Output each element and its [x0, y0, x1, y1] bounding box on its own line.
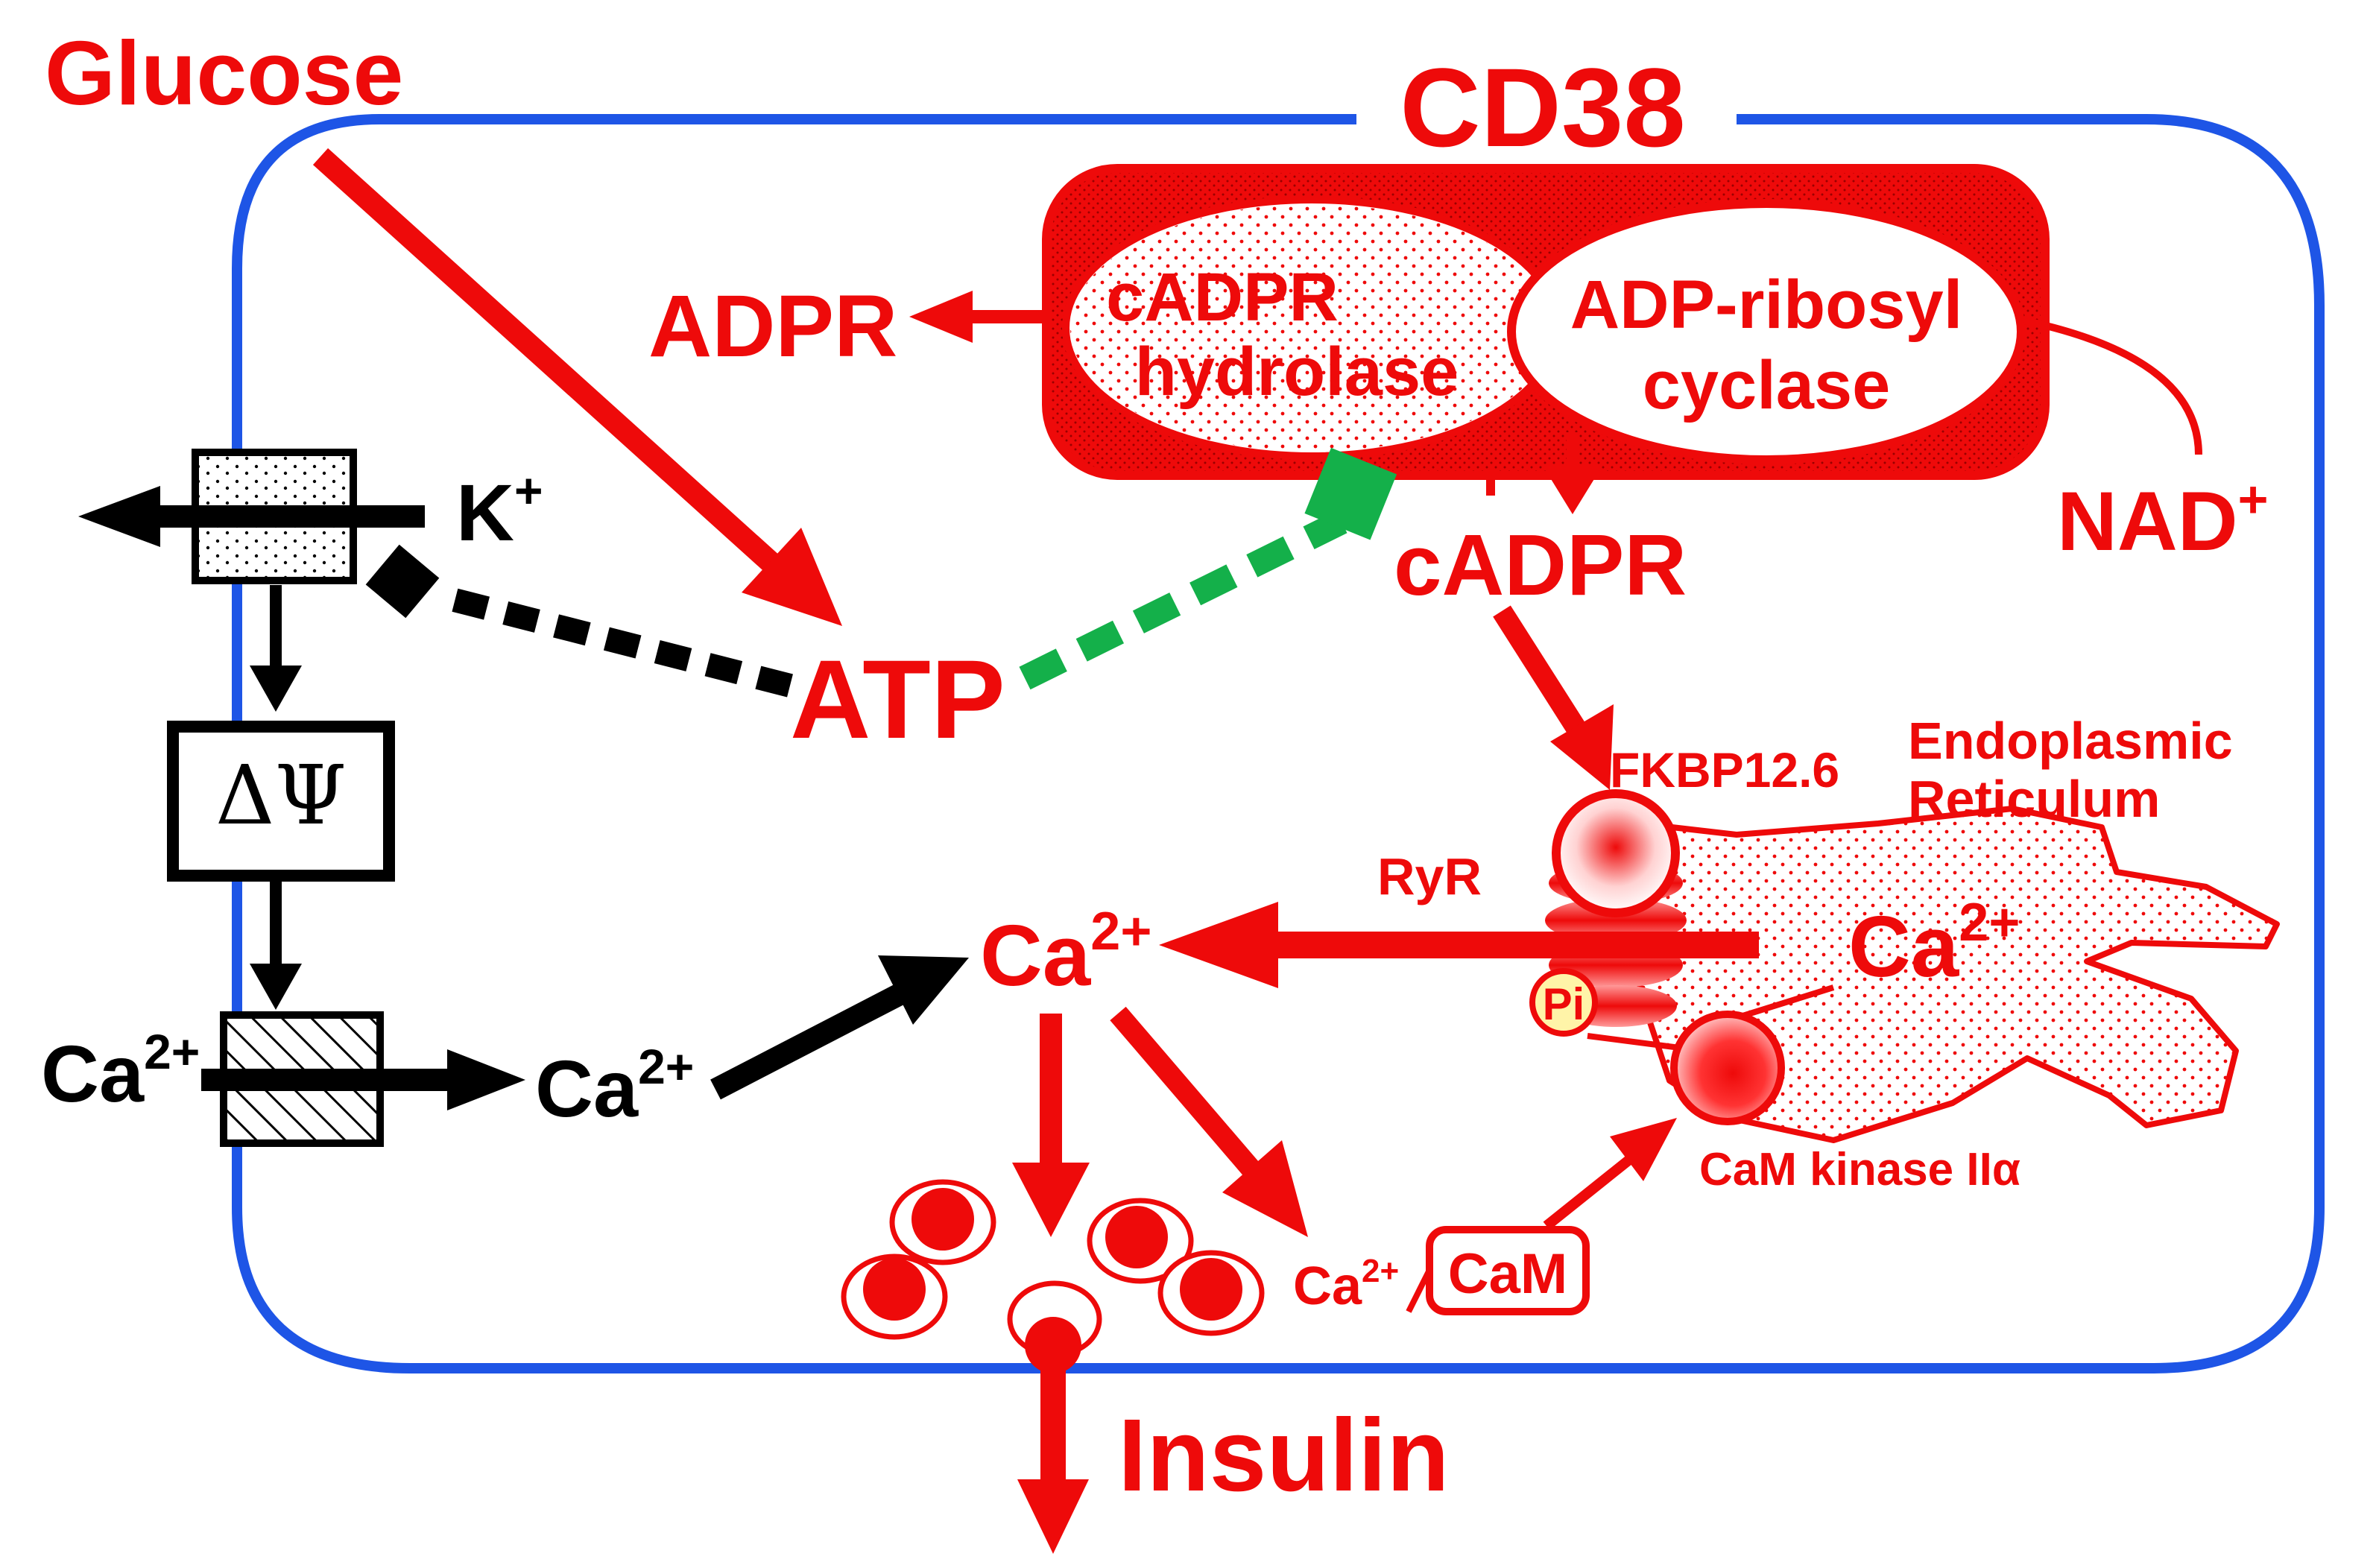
atp-inhibits-cd38-dashed	[1019, 510, 1347, 690]
cell-membrane	[232, 114, 2325, 1373]
hydrolase-label-line1: cADPR	[1106, 259, 1339, 335]
ca-intracellular-label: Ca2+	[535, 1039, 694, 1134]
insulin-label: Insulin	[1118, 1398, 1450, 1513]
cadpr-label: cADPR	[1394, 516, 1687, 613]
nad-label: NAD+	[2057, 470, 2269, 568]
cadpr-to-fkbp-arrow	[1493, 605, 1589, 740]
phosphate-group	[1529, 968, 1598, 1037]
atp-label: ATP	[790, 636, 1005, 762]
k-label: K+	[456, 463, 543, 557]
ca-to-cytosolic-ca-arrow	[710, 981, 911, 1100]
atp-closes-kchannel-dashed	[437, 584, 793, 698]
k-efflux-arrowhead	[78, 486, 160, 547]
cam-to-camk-arrow	[1543, 1147, 1643, 1230]
cam-arrowhead	[1222, 1140, 1308, 1237]
nad-connector	[2022, 317, 2202, 455]
adpr-label: ADPR	[648, 277, 897, 376]
glucose-label: Glucose	[45, 22, 403, 124]
ca-influx-arrow-shaft	[201, 1069, 455, 1091]
fkbp-protein	[1552, 789, 1680, 917]
cachannel-arrowhead	[250, 964, 302, 1010]
ca-release-arrowhead	[1159, 902, 1278, 988]
cd38-enzyme	[1042, 164, 2050, 480]
cadpr-arrowhead	[1543, 466, 1602, 514]
k-efflux-arrow-shaft	[149, 505, 425, 528]
ca-release-arrow-shaft	[1267, 932, 1759, 958]
exocytosis-arrowhead	[1012, 1163, 1090, 1237]
ca-er-label: Ca2+	[1848, 893, 2020, 995]
depolarization-arrowhead	[250, 666, 302, 712]
ca-cam-label: Ca2+	[1293, 1253, 1399, 1316]
cam-label: CaM	[1448, 1242, 1567, 1306]
camk-arrowhead	[1610, 1118, 1677, 1181]
ryr-label: RyR	[1377, 847, 1482, 905]
ca-extracellular-label: Ca2+	[41, 1024, 200, 1119]
cyclase-label-line2: cyclase	[1643, 347, 1891, 423]
insulin-release-arrowhead	[1017, 1479, 1089, 1554]
cd38-label: CD38	[1400, 45, 1686, 170]
fkbp-arrowhead	[1550, 704, 1614, 790]
ca-influx-arrowhead	[447, 1049, 525, 1110]
ca-to-cam-arrow	[1110, 1006, 1260, 1177]
delta-psi-label: ΔΨ	[215, 747, 347, 843]
fkbp-label: FKBP12.6	[1610, 742, 1839, 797]
er-label-line1: Endoplasmic	[1908, 712, 2233, 770]
cd38-inhibition-marker	[1304, 447, 1397, 540]
calmodulin-box	[1426, 1226, 1590, 1315]
ca-cytosolic-label: Ca2+	[980, 902, 1151, 1004]
kchannel-inhibition-marker	[365, 544, 440, 619]
cam-kinase	[1670, 1011, 1785, 1125]
insulin-granules	[841, 1179, 1265, 1373]
glucose-arrowhead	[742, 528, 842, 626]
membrane-potential-box	[167, 721, 395, 882]
adp-ribosyl-cyclase-domain	[1507, 199, 2026, 464]
hydrolase-label-line2: hydrolase	[1135, 334, 1459, 410]
glucose-to-atp-arrow	[312, 148, 783, 575]
cytosolic-ca-arrowhead	[878, 955, 969, 1025]
adpr-arrowhead	[909, 291, 973, 343]
pi-label: Pi	[1543, 979, 1585, 1029]
er-label-line2: Reticulum	[1908, 770, 2160, 828]
endoplasmic-reticulum	[1637, 806, 2280, 1143]
cyclase-label-line1: ADP-ribosyl	[1570, 267, 1963, 343]
camk-label: CaM kinase IIα	[1699, 1144, 2020, 1195]
